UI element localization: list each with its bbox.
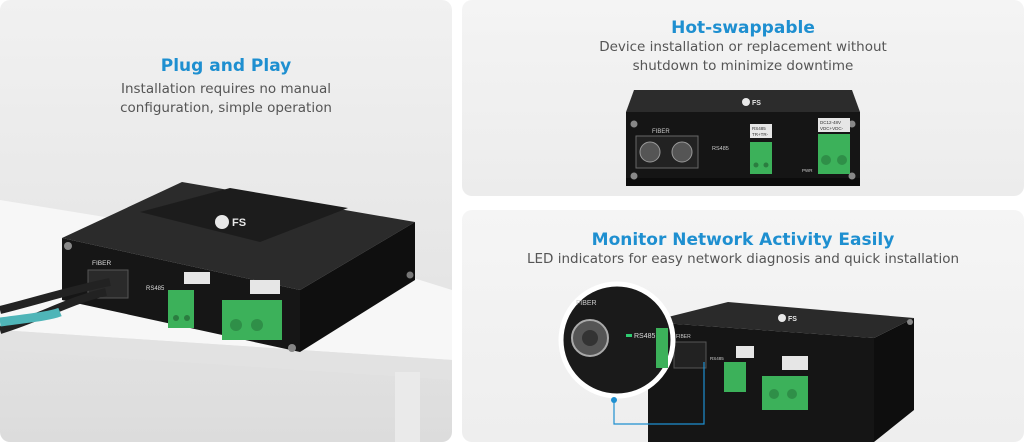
hot-swappable-desc-line1: Device installation or replacement witho… [599, 39, 887, 55]
fiber-label: FIBER [92, 260, 111, 267]
plug-and-play-title: Plug and Play [160, 56, 292, 76]
device-photo-angled: FS FIBER RS485 [0, 182, 452, 442]
aqua-cable [0, 307, 62, 327]
power-terminal [818, 134, 850, 174]
led-indicator-icon [626, 334, 632, 337]
table-leg [395, 372, 420, 442]
pwr-label: PWR [802, 168, 813, 173]
monitor-desc: LED indicators for easy network diagnosi… [526, 251, 960, 267]
svg-text:FS: FS [788, 316, 797, 323]
fiber-label: FIBER [652, 129, 670, 135]
svg-text:FS: FS [232, 217, 246, 229]
svg-text:TR+TR-: TR+TR- [752, 132, 769, 137]
monitor-title: Monitor Network Activity Easily [591, 230, 895, 250]
svg-text:RS485: RS485 [752, 126, 766, 131]
svg-text:DC12-48V: DC12-48V [820, 120, 841, 125]
fs-logo-icon: FS [215, 215, 246, 229]
monitor-panel: Monitor Network Activity Easily LED indi… [462, 210, 1024, 442]
plug-and-play-panel: Plug and Play Installation requires no m… [0, 0, 452, 442]
rs485-terminal [168, 290, 194, 328]
rs485-terminal [724, 362, 746, 392]
power-terminal [762, 376, 808, 410]
rs485-label: RS485 [712, 146, 729, 152]
plug-and-play-desc-line2: configuration, simple operation [120, 100, 332, 116]
table-edge [0, 330, 452, 380]
svg-text:FIBER: FIBER [676, 334, 691, 340]
svg-text:FIBER: FIBER [576, 300, 597, 307]
hot-swappable-title: Hot-swappable [671, 18, 815, 38]
hot-swappable-desc-line2: shutdown to minimize downtime [632, 58, 854, 74]
callout-line [613, 362, 705, 425]
hot-swappable-panel: Hot-swappable Device installation or rep… [462, 0, 1024, 196]
plug-and-play-desc-line1: Installation requires no manual [120, 81, 332, 97]
fs-logo-icon: FS [778, 314, 797, 323]
svg-text:FS: FS [752, 100, 761, 107]
fiber-cable [0, 278, 111, 314]
device-photo-front: FS FIBER RS485 RS485 TR+TR- DC12-48V VDC… [626, 90, 860, 186]
screw-icon [64, 242, 72, 250]
magnifier-zoom: RS485 FIBER [558, 281, 676, 399]
rs485-label: RS485 [146, 286, 165, 292]
svg-text:RS485: RS485 [710, 356, 724, 361]
fs-logo-icon: FS [742, 98, 761, 107]
device-side [300, 222, 415, 352]
rs485-terminal [750, 142, 772, 174]
svg-text:VDC+VDC-: VDC+VDC- [820, 126, 844, 131]
device-photo-led: FS FIBER RS485 RS485 FIBER [558, 281, 914, 442]
power-terminal [222, 300, 282, 340]
zoom-rs485-label: RS485 [634, 333, 656, 340]
